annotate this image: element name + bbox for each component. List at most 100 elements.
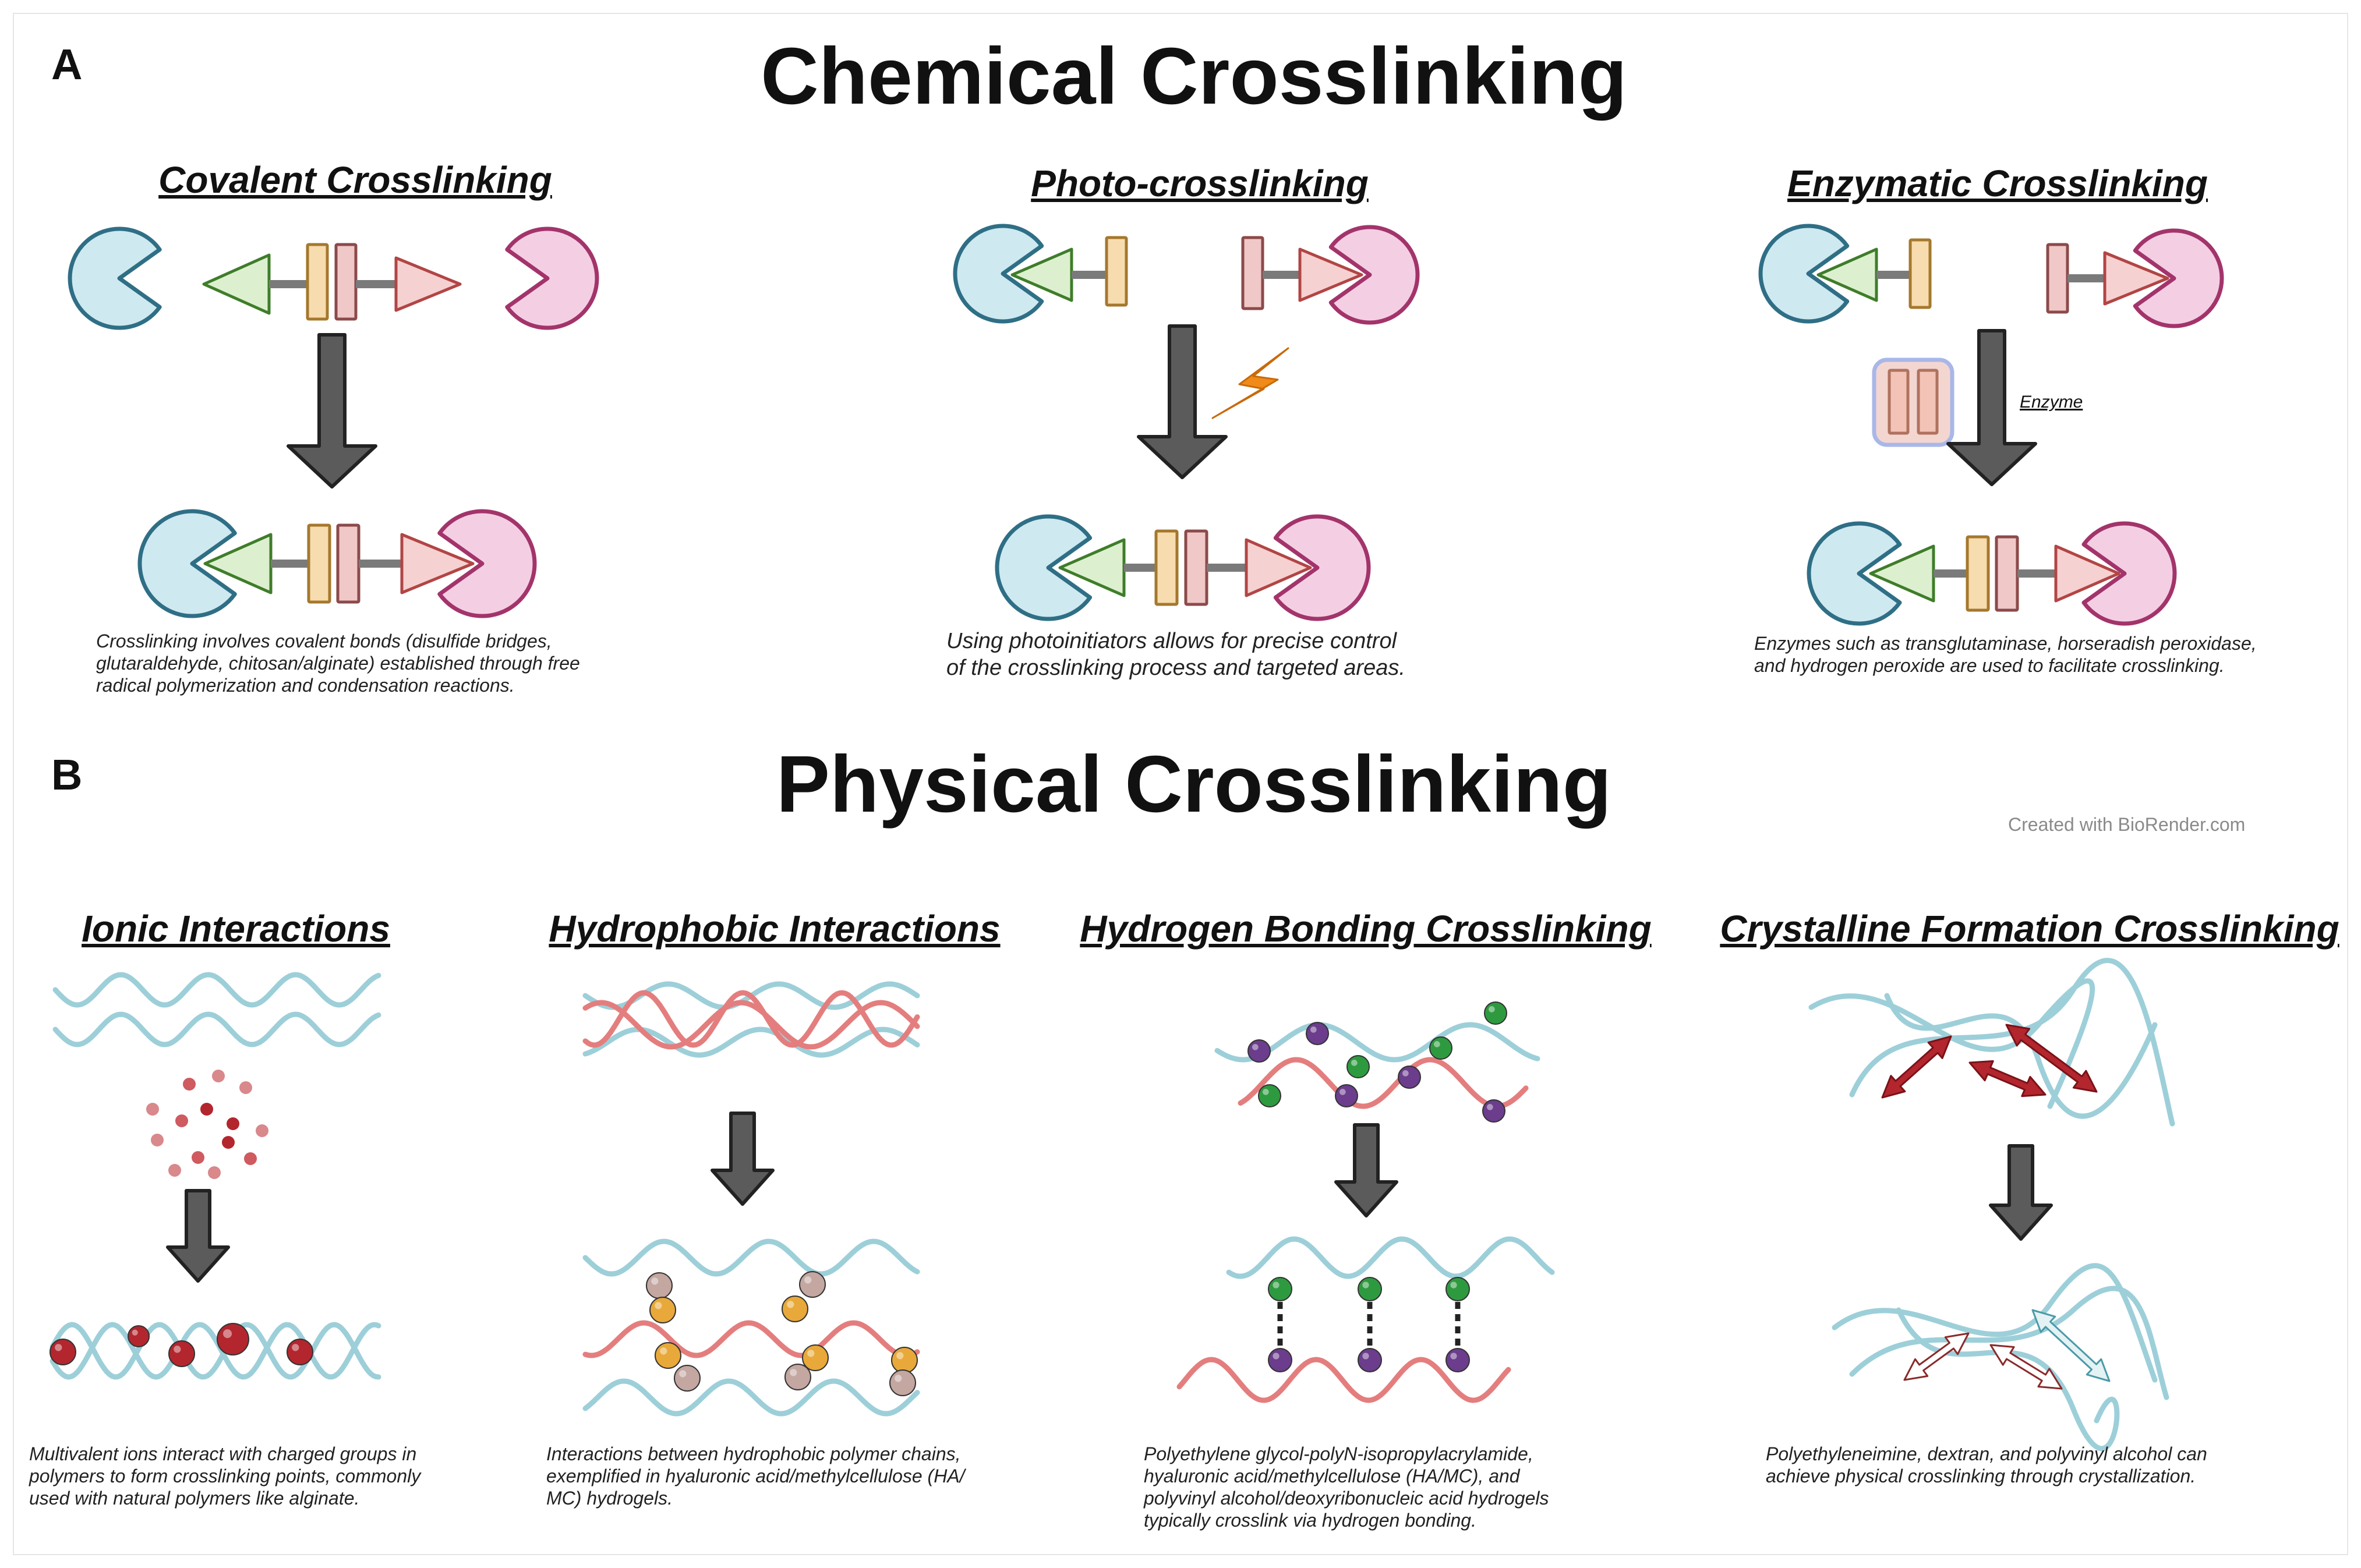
hbond-bead-body <box>1346 1055 1370 1078</box>
reaction-arrow-crystalline <box>1989 1144 2053 1241</box>
polymer-chain <box>582 1238 920 1277</box>
ion-crosslink-bead-body <box>128 1325 150 1347</box>
caption-line: Multivalent ions interact with charged g… <box>29 1443 417 1464</box>
ion-crosslink-bead <box>168 1340 195 1367</box>
hbond-bead-shine <box>1450 1353 1457 1360</box>
product-pink-pacman <box>437 509 537 618</box>
ion-crosslink-bead-shine <box>292 1344 299 1351</box>
reaction-arrow-ionic <box>166 1189 230 1283</box>
hbond-bead-shine <box>1273 1282 1280 1289</box>
polymer-chain-red <box>582 1320 920 1358</box>
hydrophobic-bead-shine <box>651 1277 659 1285</box>
hbond-bead-shine <box>1362 1282 1369 1289</box>
enzyme-block-right <box>1917 369 1939 435</box>
caption-line: achieve physical crosslinking through cr… <box>1766 1466 2196 1486</box>
hydrophobic-bead <box>782 1296 808 1322</box>
polymer-chain-red <box>1176 1357 1511 1403</box>
ion-particle <box>192 1151 204 1164</box>
double-arrow-outline <box>1989 1344 2063 1390</box>
biorender-watermark: Created with BioRender.com <box>2008 814 2246 835</box>
hydrophobic-bead-body <box>784 1364 811 1390</box>
molecule-blue-pacman <box>1758 224 1850 324</box>
hydrophobic-bead <box>802 1344 829 1371</box>
double-arrow-red <box>2005 1024 2098 1093</box>
hydrophobic-bead-shine <box>787 1301 794 1308</box>
tangled-polymer-chains <box>1832 1263 2169 1452</box>
hbond-bead <box>1429 1036 1452 1060</box>
hydrophobic-bead <box>891 1347 918 1374</box>
hbond-bead <box>1445 1348 1470 1372</box>
ion-particle <box>146 1103 159 1116</box>
hydrophobic-bead-body <box>802 1344 829 1371</box>
yellow-block <box>1908 238 1932 309</box>
hbond-bead-body <box>1247 1039 1271 1063</box>
hydrophobic-bead-shine <box>679 1370 687 1378</box>
hydrophobic-bead-body <box>889 1369 916 1396</box>
hbond-bead-body <box>1268 1277 1292 1301</box>
ion-particle <box>222 1136 235 1149</box>
hydrophobic-caption: Interactions between hydrophobic polymer… <box>546 1443 965 1509</box>
hbond-bead <box>1306 1022 1329 1045</box>
caption-line: Polyethyleneimine, dextran, and polyviny… <box>1766 1443 2207 1464</box>
caption-line: exemplified in hyaluronic acid/methylcel… <box>546 1466 965 1486</box>
caption-line: Interactions between hydrophobic polymer… <box>546 1443 961 1464</box>
hbond-bead-shine <box>1351 1060 1358 1066</box>
product-pink-pacman <box>2081 521 2177 626</box>
hydrophobic-bead <box>655 1342 681 1369</box>
reaction-arrow-hydrophobic <box>711 1112 775 1206</box>
caption-line: radical polymerization and condensation … <box>96 675 515 696</box>
hbond-bead-body <box>1358 1348 1382 1372</box>
figure-border <box>13 13 2348 1555</box>
hbond-bead-shine <box>1310 1027 1317 1033</box>
molecule-pink-pacman <box>1328 225 1420 325</box>
ion-particle <box>227 1117 239 1130</box>
hydrophobic-bead-shine <box>804 1276 812 1284</box>
hbond-bead <box>1346 1055 1370 1078</box>
hydrophobic-interaction-diagram <box>582 981 920 1417</box>
ion-crosslink-bead-body <box>168 1340 195 1367</box>
ionic-interaction-diagram <box>50 972 381 1380</box>
caption-line: and hydrogen peroxide are used to facili… <box>1754 655 2225 676</box>
panel-a-label: A <box>51 40 83 89</box>
ion-particle <box>239 1081 252 1094</box>
product-blue-pacman <box>1807 521 1902 626</box>
hbond-bead-body <box>1445 1348 1470 1372</box>
product-yellow-block <box>1966 535 1990 612</box>
polymer-chain <box>50 1322 381 1380</box>
chemical-crosslinking-title: Chemical Crosslinking <box>761 31 1627 121</box>
hbond-bead-body <box>1358 1277 1382 1301</box>
hbond-bead <box>1445 1277 1470 1301</box>
reaction-arrow-photo <box>1137 324 1228 479</box>
double-arrow-red <box>1881 1035 1952 1099</box>
ion-crosslink-bead-shine <box>55 1344 62 1351</box>
covalent-crosslinking-title: Covalent Crosslinking <box>158 159 552 201</box>
ion-crosslink-bead-shine <box>132 1329 138 1336</box>
hydrophobic-bead-shine <box>807 1350 815 1357</box>
ion-particle <box>200 1103 213 1116</box>
double-arrow-outline <box>1903 1332 1970 1381</box>
hbond-bead-body <box>1484 1001 1507 1025</box>
enzymatic-caption: Enzymes such as transglutaminase, horser… <box>1754 632 2257 677</box>
rose-block <box>1241 236 1264 310</box>
enzyme-block-left <box>1888 369 1910 435</box>
hbond-bead-shine <box>1489 1006 1495 1013</box>
reaction-arrow-covalent <box>287 333 377 489</box>
hydrophobic-bead-body <box>646 1272 673 1299</box>
ion-crosslink-bead-shine <box>222 1329 232 1339</box>
reaction-arrow-hydrogen <box>1334 1123 1398 1217</box>
product-salmon-triangle <box>1245 538 1312 597</box>
hbond-bead-body <box>1268 1348 1292 1372</box>
crystalline-caption: Polyethyleneimine, dextran, and polyviny… <box>1766 1443 2207 1487</box>
hydrophobic-bead-shine <box>896 1352 904 1360</box>
ion-particle <box>244 1152 257 1165</box>
molecule-blue-pacman <box>68 226 162 330</box>
hbond-bead-body <box>1335 1084 1358 1107</box>
product-rose-block <box>336 523 360 604</box>
hydrogen-caption: Polyethylene glycol-polyN-isopropylacryl… <box>1144 1443 1549 1531</box>
rose-block <box>334 243 358 321</box>
hbond-bead <box>1247 1039 1271 1063</box>
ion-crosslink-bead <box>287 1339 313 1365</box>
polymer-chain <box>52 1011 381 1047</box>
caption-line: polyvinyl alcohol/deoxyribonucleic acid … <box>1144 1488 1549 1509</box>
